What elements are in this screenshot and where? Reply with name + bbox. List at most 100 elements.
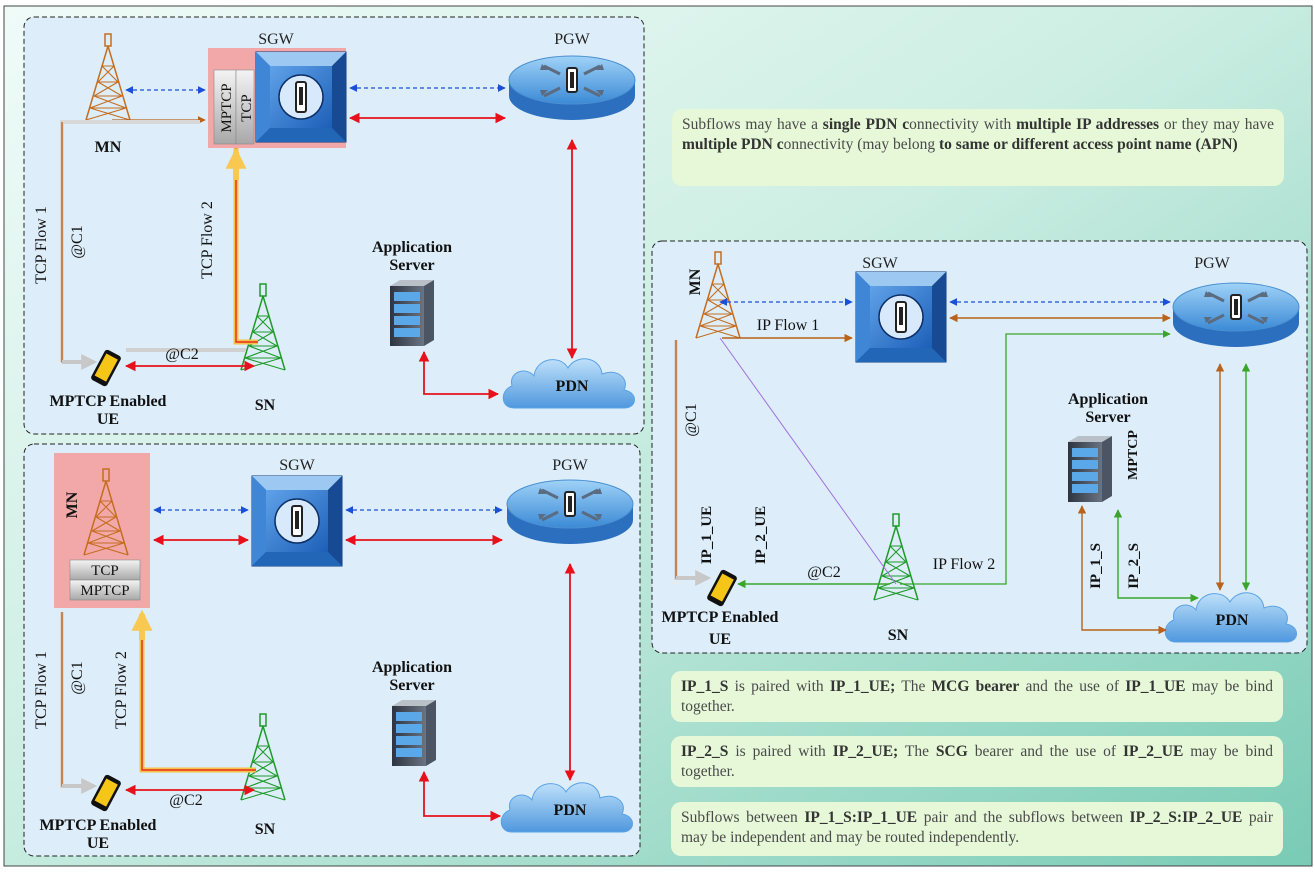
note-text-run: multiple PDN c — [682, 136, 784, 153]
sgw-icon — [251, 475, 343, 567]
note-text-run: single PDN c — [822, 116, 910, 133]
mn-label: MN — [95, 139, 122, 156]
mn-sn-link — [719, 337, 897, 585]
note-text-run: to same or different access point name (… — [939, 136, 1238, 153]
pgw-label: PGW — [554, 31, 590, 48]
ip-flow-2-label: IP Flow 2 — [933, 556, 996, 573]
pgw-icon — [505, 478, 635, 546]
app-server-label-1: Application — [1068, 391, 1148, 408]
tcp-label: TCP — [91, 563, 119, 579]
pgw-icon — [507, 54, 637, 122]
ue-label-1: MPTCP Enabled — [40, 817, 157, 834]
ip-1-ue-label: IP_1_UE — [699, 506, 715, 564]
server-pdn-orange-arrow — [1077, 505, 1167, 635]
mptcp-label: MPTCP — [219, 83, 235, 132]
sgw-icon — [255, 51, 347, 143]
note-text-run: is paired with — [728, 743, 833, 760]
c2-label: @C2 — [165, 346, 198, 363]
server-mptcp-label: MPTCP — [1126, 430, 1141, 480]
panel-right: SGW PGW PDN Application Server MPTCP MN … — [651, 240, 1308, 654]
note-text-run: SCG — [935, 743, 968, 760]
tcp-flow-1-label: TCP Flow 1 — [33, 651, 50, 729]
tcp-flow-2-path — [235, 148, 258, 343]
panel-top-left: MPTCP TCP SGW PGW PDN Application Server… — [23, 16, 645, 435]
note-text-run: or they may have — [1159, 116, 1274, 133]
note-ip1-pairing: IP_1_S is paired with IP_1_UE; The MCG b… — [671, 671, 1283, 722]
note-text-run: Subflows may have a — [682, 116, 823, 133]
note-ip2-pairing: IP_2_S is paired with IP_2_UE; The SCG b… — [671, 736, 1283, 787]
sgw-label: SGW — [862, 255, 898, 272]
ue-label-2: UE — [709, 631, 731, 648]
note-text-run: may be bind together. — [681, 743, 1273, 780]
note-text-run: and the use of — [1019, 678, 1126, 695]
note-text-run: bearer and the use of — [967, 743, 1124, 760]
note-text-run: The — [895, 678, 932, 695]
note-text-run: may be bind together. — [681, 678, 1274, 715]
pgw-label: PGW — [1194, 255, 1230, 272]
ip-1-s-label: IP_1_S — [1088, 543, 1104, 589]
pdn-label: PDN — [556, 378, 589, 395]
ip-flow-2-path — [900, 330, 1171, 585]
note-text-run: MCG bearer — [931, 678, 1020, 695]
application-server-icon — [1068, 436, 1112, 502]
app-server-label-2: Server — [389, 257, 434, 274]
app-server-label-1: Application — [372, 659, 452, 676]
ue-label-2: UE — [87, 835, 109, 852]
c2-label: @C2 — [169, 792, 202, 809]
server-pdn-arrow — [418, 770, 502, 822]
ip-flow-1-label: IP Flow 1 — [757, 317, 820, 334]
app-server-label-2: Server — [1085, 409, 1130, 426]
note-text-run: pair may be independent and may be route… — [681, 809, 1274, 846]
ip-2-ue-label: IP_2_UE — [753, 506, 769, 564]
tcp-label: TCP — [239, 94, 255, 122]
c1-label: @C1 — [69, 225, 86, 258]
app-server-label-1: Application — [372, 239, 452, 256]
application-server-icon — [392, 700, 436, 766]
panel-bottom-left: MN TCP MPTCP SGW PGW PDN Application Ser… — [23, 443, 641, 857]
note-text-run: onnectivity with — [909, 116, 1017, 133]
sn-label: SN — [888, 627, 909, 644]
note-text-run: multiple IP addresses — [1016, 116, 1160, 133]
note-text-run: IP_1_S:IP_1_UE — [804, 809, 918, 826]
c1-label: @C1 — [683, 403, 700, 436]
tcp-box — [235, 69, 255, 145]
c1-label: @C1 — [69, 661, 86, 694]
note-text-run: IP_1_S — [681, 678, 729, 695]
pdn-label: PDN — [554, 802, 587, 819]
server-pdn-green-arrow — [1113, 509, 1199, 603]
note-text-run: IP_2_UE — [1123, 743, 1184, 760]
note-text-run: IP_2_UE; — [832, 743, 899, 760]
note-text-run: onnectivity (may belong — [783, 136, 940, 153]
pgw-label: PGW — [552, 457, 588, 474]
tcp-flow-2-label: TCP Flow 2 — [113, 651, 130, 729]
note-text-run: Subflows between — [681, 809, 805, 826]
mptcp-label: MPTCP — [80, 583, 129, 599]
tcp-flow-2-label: TCP Flow 2 — [199, 201, 216, 279]
mn-label: MN — [687, 268, 704, 295]
ue-label-1: MPTCP Enabled — [662, 609, 779, 626]
note-text-run: IP_2_S:IP_2_UE — [1129, 809, 1243, 826]
sgw-label: SGW — [258, 31, 294, 48]
ue-label-2: UE — [97, 411, 119, 428]
mn-label: MN — [64, 491, 81, 518]
application-server-icon — [390, 280, 434, 346]
tcp-flow-2-path — [141, 616, 256, 771]
note-text-run: The — [898, 743, 936, 760]
pdn-label: PDN — [1216, 612, 1249, 629]
note-text-run: is paired with — [728, 678, 830, 695]
pgw-icon — [1171, 281, 1301, 349]
app-server-label-2: Server — [389, 677, 434, 694]
ip-2-s-label: IP_2_S — [1126, 543, 1142, 589]
server-pdn-arrow — [418, 350, 500, 400]
sgw-icon — [855, 271, 947, 363]
sn-label: SN — [255, 397, 276, 414]
ue-label-1: MPTCP Enabled — [50, 393, 167, 410]
note-independent-routing: Subflows between IP_1_S:IP_1_UE pair and… — [671, 802, 1283, 856]
sn-label: SN — [255, 821, 276, 838]
note-text-run: IP_1_UE; — [829, 678, 896, 695]
note-text-run: pair and the subflows between — [917, 809, 1130, 826]
mptcp-box — [69, 579, 141, 601]
c2-label: @C2 — [807, 564, 840, 581]
sgw-label: SGW — [279, 457, 315, 474]
